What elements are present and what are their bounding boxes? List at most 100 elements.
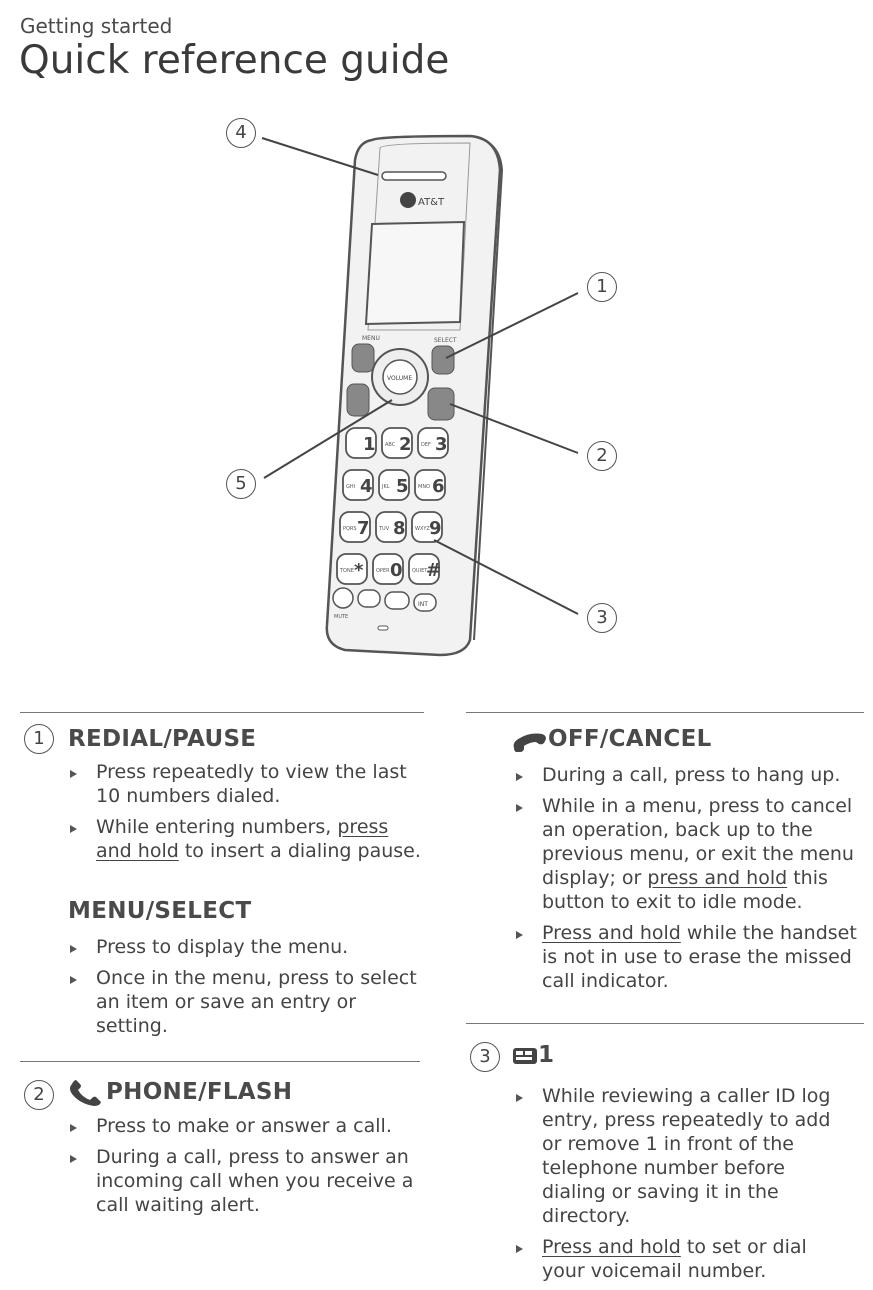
microphone — [377, 625, 389, 631]
emphasis-text: press and hold — [647, 867, 788, 889]
bullet-text: During a call, press to hang up. — [542, 764, 841, 786]
bullet-item: Press to display the menu. — [68, 935, 428, 959]
keypad-letters: DEF — [421, 442, 431, 448]
bullet-text: While entering numbers, — [96, 816, 338, 838]
keypad-digit: 9 — [429, 518, 442, 539]
keypad-letters: TUV — [378, 526, 390, 532]
bullet-text: Once in the menu, press to select an ite… — [96, 967, 417, 1037]
keypad-key[interactable] — [345, 427, 377, 459]
menu-select-key[interactable] — [431, 345, 455, 375]
keypad-digit: 0 — [390, 560, 403, 581]
att-logo — [400, 192, 416, 208]
menu-label: MENU — [362, 335, 380, 342]
phone-flash-key[interactable] — [346, 383, 370, 417]
callout-3: 3 — [587, 603, 617, 633]
keypad-key[interactable] — [336, 553, 368, 585]
bullet-text: While in a menu, press to cancel an oper… — [542, 795, 854, 889]
section-kicker: Getting started — [20, 14, 173, 38]
keypad-letters: PQRS — [343, 526, 357, 532]
number-badge-1: 1 — [24, 724, 54, 754]
keypad-letters: WXYZ — [415, 526, 430, 532]
keypad-letters: GHI — [346, 484, 355, 490]
emphasis-text: Press and hold — [542, 922, 681, 944]
volume-label: VOLUME — [387, 375, 412, 382]
keypad-letters: MNO — [418, 484, 430, 490]
bullet-item: Once in the menu, press to select an ite… — [68, 966, 428, 1038]
keypad-digit: * — [354, 560, 364, 581]
callout-4: 4 — [226, 118, 256, 148]
keypad-key[interactable] — [342, 469, 374, 501]
page-title: Quick reference guide — [19, 38, 450, 83]
bullet-text: Press to make or answer a call. — [96, 1115, 392, 1137]
off-cancel-key[interactable] — [427, 387, 455, 421]
bullet-item: Press to make or answer a call. — [68, 1114, 428, 1138]
keypad-digit: 1 — [363, 434, 376, 455]
bullet-item: Press repeatedly to view the last 10 num… — [68, 760, 428, 808]
phone-flash-heading: PHONE/FLASH — [106, 1079, 293, 1105]
keypad-letters: TONE — [339, 568, 354, 574]
bullet-item: During a call, press to hang up. — [514, 763, 864, 787]
keypad-key[interactable] — [339, 511, 371, 543]
callout-1: 1 — [587, 272, 617, 302]
caller-id-key-icon — [513, 1048, 537, 1064]
phone-handset-icon — [70, 1080, 101, 1106]
keypad-key[interactable] — [414, 469, 446, 501]
keypad-letters: JKL — [381, 484, 390, 490]
emphasis-text: Press and hold — [542, 1236, 681, 1258]
earpiece — [381, 171, 447, 181]
bullet-text: While reviewing a caller ID log entry, p… — [542, 1085, 831, 1227]
keypad-digit: 3 — [435, 434, 448, 455]
bullet-item: While reviewing a caller ID log entry, p… — [514, 1084, 854, 1228]
off-cancel-bullets: During a call, press to hang up. While in… — [514, 763, 864, 1000]
bullet-text: this button to exit to idle mode. — [542, 867, 828, 913]
keypad-key[interactable] — [411, 511, 443, 543]
directory-key[interactable] — [357, 589, 381, 608]
redial-key[interactable] — [351, 343, 375, 373]
keypad-digit: 5 — [396, 476, 409, 497]
brand-text: AT&T — [418, 197, 445, 208]
keypad-digit: 6 — [432, 476, 445, 497]
keypad-digit: 2 — [399, 434, 412, 455]
select-label: SELECT — [434, 337, 457, 344]
redial-bullets: Press repeatedly to view the last 10 num… — [68, 760, 428, 870]
keypad-digit: 8 — [393, 518, 406, 539]
redial-pause-heading: REDIAL/PAUSE — [68, 726, 257, 752]
keypad-key[interactable] — [378, 469, 410, 501]
volume-key[interactable] — [382, 359, 418, 395]
callout-5: 5 — [226, 469, 256, 499]
int-key[interactable] — [413, 593, 437, 612]
phone-flash-bullets: Press to make or answer a call. During a … — [68, 1114, 428, 1224]
keypad-letters: QUIET — [412, 568, 428, 574]
mute-key[interactable] — [332, 587, 354, 609]
delete-key[interactable] — [384, 591, 410, 610]
keypad-letters: ABC — [385, 442, 396, 448]
display-screen — [364, 220, 466, 326]
one-key-heading: 1 — [538, 1042, 555, 1068]
keypad-key[interactable] — [381, 427, 413, 459]
bullet-text: while the handset is not in use to erase… — [542, 922, 857, 992]
bullet-item: While in a menu, press to cancel an oper… — [514, 794, 864, 914]
bullet-text: Press repeatedly to view the last 10 num… — [96, 761, 407, 807]
callout-2: 2 — [587, 441, 617, 471]
bullet-text: to set or dial your voicemail number. — [542, 1236, 807, 1282]
emphasis-text: press and hold — [96, 816, 389, 862]
menu-select-bullets: Press to display the menu. Once in the me… — [68, 935, 428, 1045]
bullet-item: While entering numbers, press and hold t… — [68, 815, 428, 863]
keypad-key[interactable] — [375, 511, 407, 543]
bullet-text: Press to display the menu. — [96, 936, 349, 958]
keypad-key[interactable] — [417, 427, 449, 459]
bullet-text: During a call, press to answer an incomi… — [96, 1146, 414, 1216]
keypad-key[interactable] — [408, 553, 440, 585]
bullet-item: During a call, press to answer an incomi… — [68, 1145, 428, 1217]
keypad-letters: OPER — [376, 568, 390, 574]
bullet-item: Press and hold while the handset is not … — [514, 921, 864, 993]
keypad-digit: # — [426, 560, 441, 581]
number-badge-3: 3 — [470, 1042, 500, 1072]
keypad-digit: 7 — [357, 518, 370, 539]
bullet-item: Press and hold to set or dial your voice… — [514, 1235, 854, 1283]
menu-select-heading: MENU/SELECT — [68, 898, 252, 924]
bullet-text: to insert a dialing pause. — [178, 840, 421, 862]
int-label: INT — [418, 601, 428, 608]
keypad-key[interactable] — [372, 553, 404, 585]
